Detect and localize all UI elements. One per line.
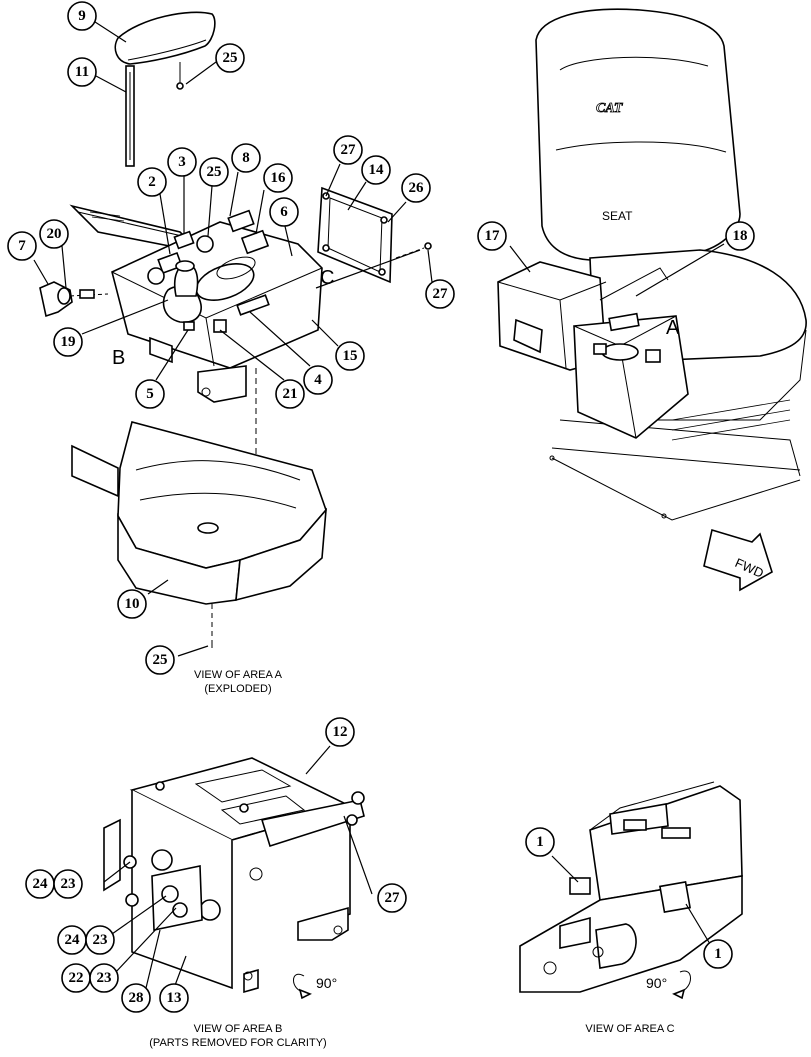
control-console-top bbox=[111, 209, 323, 460]
knob-assembly bbox=[39, 281, 109, 318]
svg-text:13: 13 bbox=[167, 990, 182, 1006]
callout-25: 25 bbox=[215, 43, 245, 73]
callout-24: 24 bbox=[25, 869, 55, 899]
svg-text:16: 16 bbox=[271, 170, 287, 186]
mounting-bracket-b bbox=[103, 757, 365, 994]
area-label-c: C bbox=[320, 267, 334, 289]
callout-18: 18 bbox=[725, 221, 755, 251]
callout-14: 14 bbox=[361, 155, 391, 185]
callout-4: 4 bbox=[303, 365, 333, 395]
svg-text:18: 18 bbox=[733, 228, 748, 244]
svg-text:27: 27 bbox=[341, 142, 357, 158]
lower-housing bbox=[71, 421, 328, 648]
callout-24: 24 bbox=[57, 925, 87, 955]
svg-text:23: 23 bbox=[97, 970, 112, 986]
armrest-assembly bbox=[114, 11, 216, 167]
view-a-title: VIEW OF AREA A bbox=[194, 669, 283, 681]
svg-text:20: 20 bbox=[47, 226, 62, 242]
rotation-arrow-b bbox=[293, 973, 312, 1000]
callout-23: 23 bbox=[53, 869, 83, 899]
svg-text:12: 12 bbox=[333, 724, 348, 740]
area-label-a: A bbox=[666, 317, 680, 339]
seat-logo: CAT bbox=[596, 101, 624, 116]
svg-text:15: 15 bbox=[343, 348, 358, 364]
svg-text:24: 24 bbox=[65, 932, 81, 948]
svg-text:14: 14 bbox=[369, 162, 385, 178]
view-b-subtitle: (PARTS REMOVED FOR CLARITY) bbox=[149, 1037, 326, 1049]
svg-text:27: 27 bbox=[385, 890, 401, 906]
svg-text:22: 22 bbox=[69, 970, 84, 986]
svg-text:3: 3 bbox=[178, 154, 186, 170]
view-a-subtitle: (EXPLODED) bbox=[204, 683, 271, 695]
svg-text:23: 23 bbox=[61, 876, 76, 892]
svg-text:6: 6 bbox=[280, 204, 288, 220]
callout-9: 9 bbox=[67, 1, 97, 31]
svg-text:24: 24 bbox=[33, 876, 49, 892]
rotation-label-c: 90° bbox=[646, 975, 667, 991]
callout-20: 20 bbox=[39, 219, 69, 249]
callout-12: 12 bbox=[325, 717, 355, 747]
svg-text:26: 26 bbox=[409, 180, 425, 196]
leader-lines bbox=[33, 19, 725, 989]
rotation-label-b: 90° bbox=[316, 975, 337, 991]
callout-27: 27 bbox=[425, 279, 455, 309]
callout-2: 2 bbox=[137, 167, 167, 197]
callout-22: 22 bbox=[61, 963, 91, 993]
svg-text:17: 17 bbox=[485, 228, 501, 244]
callout-11: 11 bbox=[67, 57, 97, 87]
svg-text:28: 28 bbox=[129, 990, 144, 1006]
callout-27: 27 bbox=[333, 135, 363, 165]
svg-text:25: 25 bbox=[153, 652, 168, 668]
callout-8: 8 bbox=[231, 143, 261, 173]
view-c-title: VIEW OF AREA C bbox=[585, 1023, 674, 1035]
callout-1: 1 bbox=[525, 827, 555, 857]
callout-21: 21 bbox=[275, 379, 305, 409]
seat-side-console bbox=[497, 261, 689, 439]
svg-text:1: 1 bbox=[536, 834, 544, 850]
svg-text:23: 23 bbox=[93, 932, 108, 948]
callout-28: 28 bbox=[121, 983, 151, 1013]
callout-23: 23 bbox=[89, 963, 119, 993]
callout-27: 27 bbox=[377, 883, 407, 913]
svg-text:25: 25 bbox=[207, 164, 222, 180]
svg-text:21: 21 bbox=[283, 386, 298, 402]
operator-seat bbox=[535, 8, 807, 521]
callout-10: 10 bbox=[117, 589, 147, 619]
svg-text:9: 9 bbox=[78, 8, 86, 24]
svg-text:1: 1 bbox=[714, 946, 722, 962]
svg-text:27: 27 bbox=[433, 286, 449, 302]
forward-arrow bbox=[703, 528, 773, 592]
rotation-arrow-c bbox=[672, 970, 691, 1000]
callout-25: 25 bbox=[145, 645, 175, 675]
callout-23: 23 bbox=[85, 925, 115, 955]
callout-26: 26 bbox=[401, 173, 431, 203]
svg-text:5: 5 bbox=[146, 386, 154, 402]
svg-text:4: 4 bbox=[314, 372, 322, 388]
svg-text:8: 8 bbox=[242, 150, 250, 166]
callout-6: 6 bbox=[269, 197, 299, 227]
area-label-b: B bbox=[112, 347, 125, 369]
svg-text:7: 7 bbox=[18, 238, 26, 254]
callout-15: 15 bbox=[335, 341, 365, 371]
svg-text:10: 10 bbox=[125, 596, 140, 612]
svg-text:11: 11 bbox=[75, 64, 89, 80]
callout-16: 16 bbox=[263, 163, 293, 193]
callout-3: 3 bbox=[167, 147, 197, 177]
seat-label: SEAT bbox=[602, 209, 633, 223]
callout-19: 19 bbox=[53, 327, 83, 357]
svg-text:19: 19 bbox=[61, 334, 76, 350]
callout-25: 25 bbox=[199, 157, 229, 187]
view-b-title: VIEW OF AREA B bbox=[194, 1023, 283, 1035]
callout-17: 17 bbox=[477, 221, 507, 251]
svg-text:25: 25 bbox=[223, 50, 238, 66]
svg-text:2: 2 bbox=[148, 174, 156, 190]
callout-5: 5 bbox=[135, 379, 165, 409]
callout-1: 1 bbox=[703, 939, 733, 969]
cover-plate bbox=[317, 186, 432, 284]
callout-13: 13 bbox=[159, 983, 189, 1013]
callout-7: 7 bbox=[7, 231, 37, 261]
